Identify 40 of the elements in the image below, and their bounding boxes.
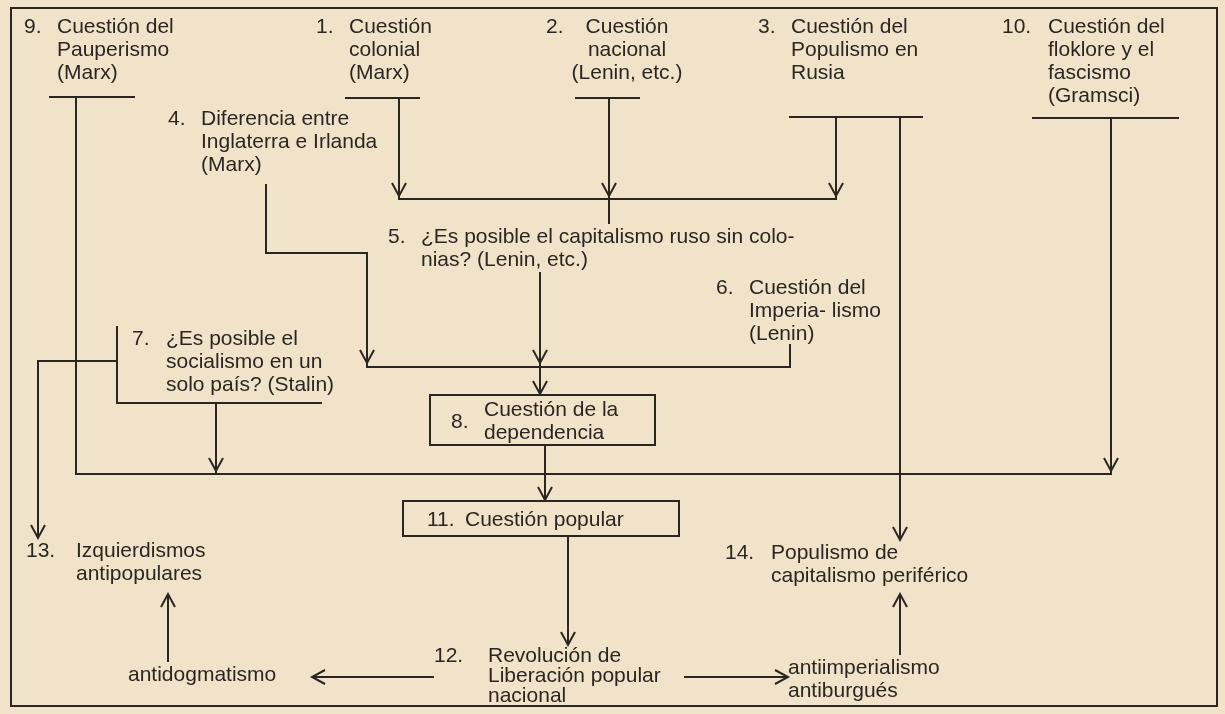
- topic-box: [429, 394, 656, 446]
- item-number: 3.: [758, 14, 777, 37]
- topic-box: [402, 500, 680, 537]
- item-number: 11.: [427, 507, 456, 530]
- topic-text: Revolución de Liberación popular nacional: [488, 645, 662, 705]
- item-number: 13.: [26, 538, 57, 561]
- item-number: 5.: [388, 224, 407, 247]
- item-number: 7.: [132, 326, 151, 349]
- arrow: [892, 591, 908, 656]
- item-number: 6.: [716, 275, 735, 298]
- topic-text: Cuestión de la dependencia: [484, 397, 620, 443]
- topic-text: Cuestión del Imperia- lismo (Lenin): [749, 275, 881, 344]
- topic-text: antiimperialismo antiburgués: [788, 655, 941, 701]
- topic-text: Cuestión del Populismo en Rusia: [791, 14, 920, 83]
- arrow: [160, 591, 176, 663]
- item-number: 8.: [451, 408, 470, 432]
- item-number: 1.: [316, 14, 335, 37]
- topic-text: Populismo de capitalismo periférico: [771, 540, 970, 586]
- item-number: 4.: [168, 106, 187, 129]
- arrow: [30, 360, 117, 541]
- arrow: [683, 669, 791, 685]
- item-number: 12.: [434, 645, 465, 665]
- item-number: 9.: [24, 14, 43, 37]
- topic-text: ¿Es posible el socialismo en un solo país? (Stalin): [166, 326, 336, 395]
- topic-text: Cuestión popular: [465, 507, 625, 530]
- arrow: [892, 116, 908, 543]
- topic-text: Cuestión colonial (Marx): [349, 14, 433, 83]
- topic-text: ¿Es posible el capitalismo ruso sin colo- nias? (Lenin, etc.): [421, 224, 796, 270]
- arrow: [532, 343, 791, 397]
- topic-text: Izquierdismos antipopulares: [76, 538, 207, 584]
- topic-text: Diferencia entre Inglaterra e Irlanda (Marx): [201, 106, 379, 175]
- item-number: 2.: [546, 14, 565, 37]
- arrow: [309, 669, 435, 685]
- item-number: 10.: [1002, 14, 1033, 37]
- arrow: [560, 536, 576, 648]
- item-number: 14.: [725, 540, 756, 563]
- topic-text: Cuestión del Pauperismo (Marx): [57, 14, 175, 83]
- topic-text: Cuestión nacional (Lenin, etc.): [570, 14, 684, 83]
- topic-text: antidogmatismo: [128, 662, 278, 685]
- topic-text: Cuestión del floklore y el fascismo (Gramsci): [1048, 14, 1166, 106]
